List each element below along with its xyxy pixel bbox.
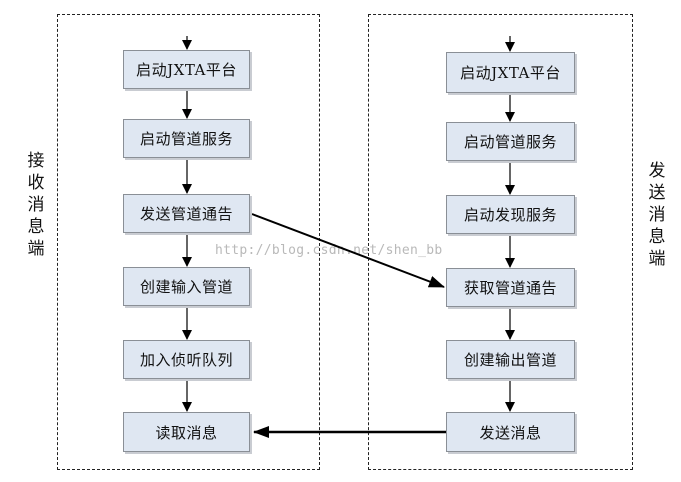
sender-step-create-output-pipe: 创建输出管道 [446, 340, 575, 379]
receiver-step-read-message: 读取消息 [123, 412, 250, 452]
sender-step-fetch-pipe-advert: 获取管道通告 [446, 268, 575, 307]
receiver-frame [57, 14, 320, 470]
sender-step-start-discovery: 启动发现服务 [446, 195, 575, 234]
advert-to-fetch-arrow [251, 213, 445, 288]
receiver-step-join-listen-queue: 加入侦听队列 [123, 340, 250, 379]
receiver-step-start-jxta: 启动JXTA平台 [123, 50, 250, 89]
sender-frame [368, 14, 633, 470]
sender-step-send-message: 发送消息 [446, 412, 575, 452]
sender-step-start-pipe-service: 启动管道服务 [446, 122, 575, 161]
receiver-step-start-pipe-service: 启动管道服务 [123, 119, 250, 158]
sender-step-start-jxta: 启动JXTA平台 [446, 52, 575, 93]
receiver-step-send-pipe-advert: 发送管道通告 [123, 194, 250, 233]
sender-label: 发送消息端 [648, 161, 666, 269]
receiver-step-create-input-pipe: 创建输入管道 [123, 267, 250, 306]
receiver-label: 接收消息端 [27, 151, 45, 259]
watermark: http://blog.csdn.net/shen_bb [215, 243, 443, 258]
